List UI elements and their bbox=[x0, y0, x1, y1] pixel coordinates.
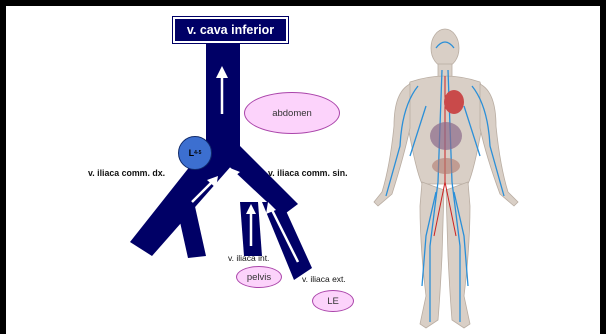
right-common-iliac-label: v. iliaca comm. dx. bbox=[88, 168, 165, 178]
right-internal-stub bbox=[176, 202, 206, 258]
left-common-iliac-label: v. iliaca comm. sin. bbox=[268, 168, 348, 178]
human-venous-system-illustration bbox=[374, 29, 518, 328]
abdomen-region-label: abdomen bbox=[244, 92, 340, 134]
internal-iliac-label: v. iliaca int. bbox=[228, 253, 269, 263]
pelvis-region-label: pelvis bbox=[236, 266, 282, 288]
external-iliac-label: v. iliaca ext. bbox=[302, 274, 346, 284]
lower-extremity-region-label: LE bbox=[312, 290, 354, 312]
page-title: v. cava inferior bbox=[173, 17, 288, 43]
vertebra-subscript: 4-5 bbox=[194, 150, 201, 156]
